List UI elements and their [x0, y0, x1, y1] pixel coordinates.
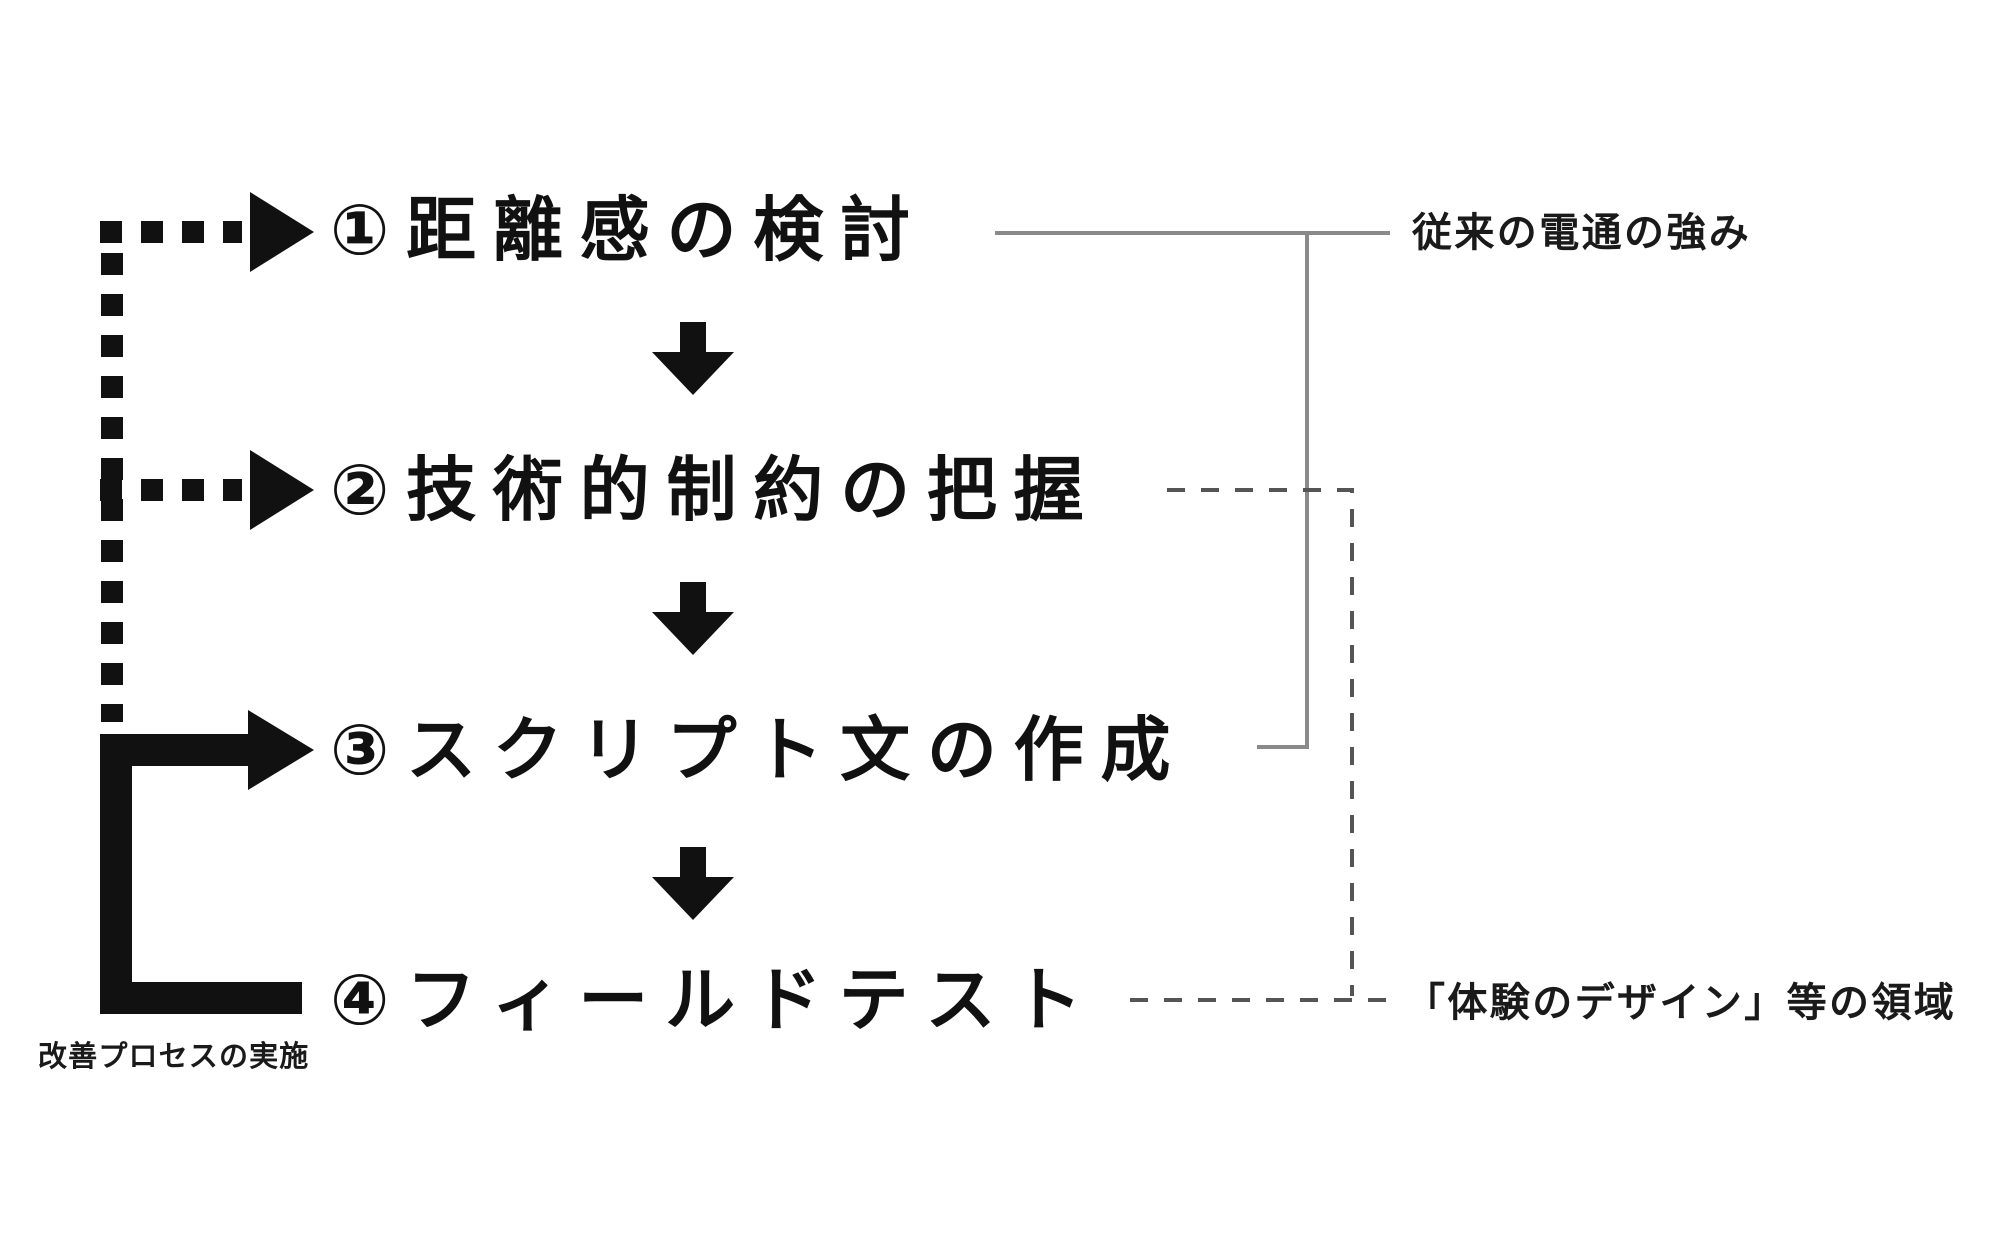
step-2-label: ②技術的制約の把握 — [330, 449, 1101, 531]
down-arrow-icon — [652, 322, 734, 395]
annotation-dentsu-strength: 従来の電通の強み — [1412, 210, 1752, 256]
caption-improvement-process: 改善プロセスの実施 — [38, 1039, 310, 1073]
step-4-label: ④フィールドテスト — [330, 959, 1100, 1041]
down-arrow-icon — [652, 847, 734, 920]
annotation-experience-design: 「体験のデザイン」等の領域 — [1405, 980, 1957, 1026]
step-1-label: ①距離感の検討 — [330, 189, 927, 271]
step-3-label: ③スクリプト文の作成 — [330, 709, 1188, 791]
dashed-right-arrow-icon — [100, 192, 314, 272]
dashed-connector-line — [1130, 488, 1398, 1002]
dashed-right-arrow-icon — [100, 450, 314, 530]
down-arrow-icon — [652, 582, 734, 655]
solid-connector-line — [995, 231, 1390, 749]
loop-right-arrow-icon — [100, 710, 314, 1014]
